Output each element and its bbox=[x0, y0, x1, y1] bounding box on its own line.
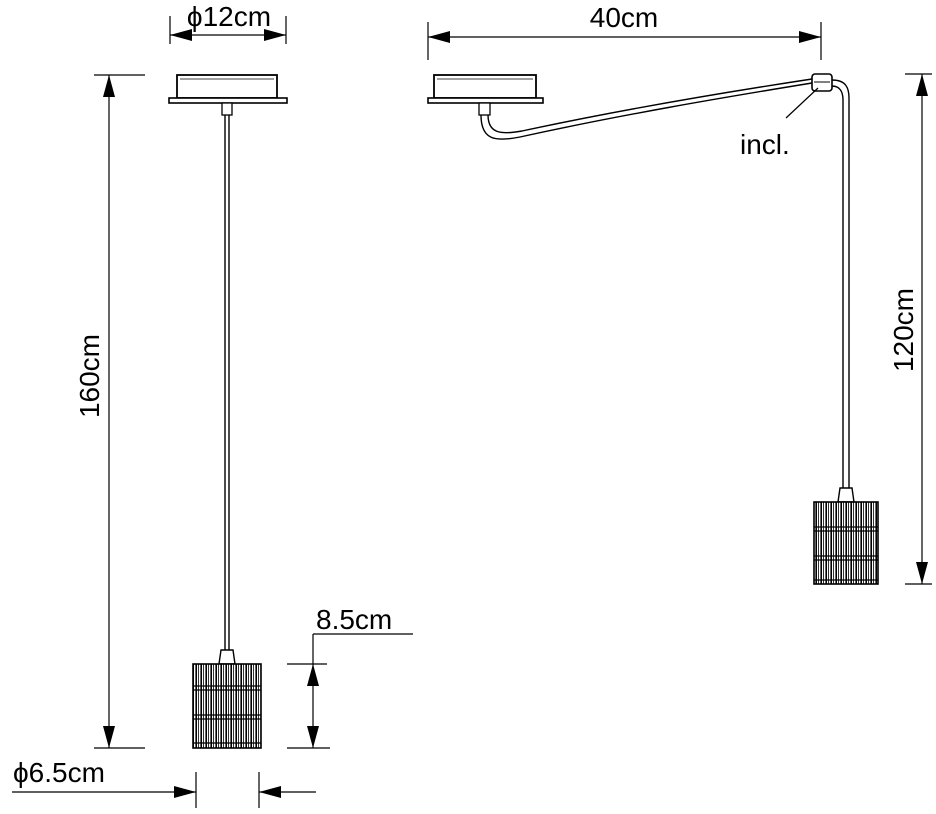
ceiling-canopy-right bbox=[427, 74, 544, 116]
shade-height-label: 8.5cm bbox=[316, 604, 392, 635]
arm-length-label: 40cm bbox=[590, 2, 658, 33]
swag-pendant bbox=[427, 73, 879, 585]
lamp-holder-right bbox=[837, 487, 855, 503]
straight-pendant bbox=[168, 74, 288, 749]
shade-diameter-label: ϕ6.5cm bbox=[13, 757, 105, 788]
cage-shade bbox=[192, 663, 262, 749]
shade-height-dimension: 8.5cm bbox=[287, 604, 413, 749]
hook-height-label: 120cm bbox=[888, 288, 919, 372]
pendant-cord bbox=[224, 115, 230, 650]
lamp-holder bbox=[218, 649, 236, 665]
cage-shade-right bbox=[813, 501, 879, 585]
canopy-diameter-label: ϕ12cm bbox=[187, 1, 271, 32]
hook-callout: incl. bbox=[740, 87, 819, 160]
total-height-dimension: 160cm bbox=[74, 74, 145, 749]
hook-note-label: incl. bbox=[740, 129, 790, 160]
arm-length-dimension: 40cm bbox=[427, 2, 822, 60]
total-height-label: 160cm bbox=[74, 334, 105, 418]
canopy-diameter-dimension: ϕ12cm bbox=[169, 1, 287, 44]
shade-diameter-dimension: ϕ6.5cm bbox=[12, 757, 316, 808]
swag-cord bbox=[480, 78, 850, 488]
ceiling-hook bbox=[811, 73, 833, 92]
ceiling-canopy bbox=[168, 74, 288, 116]
hook-height-dimension: 120cm bbox=[888, 73, 932, 585]
